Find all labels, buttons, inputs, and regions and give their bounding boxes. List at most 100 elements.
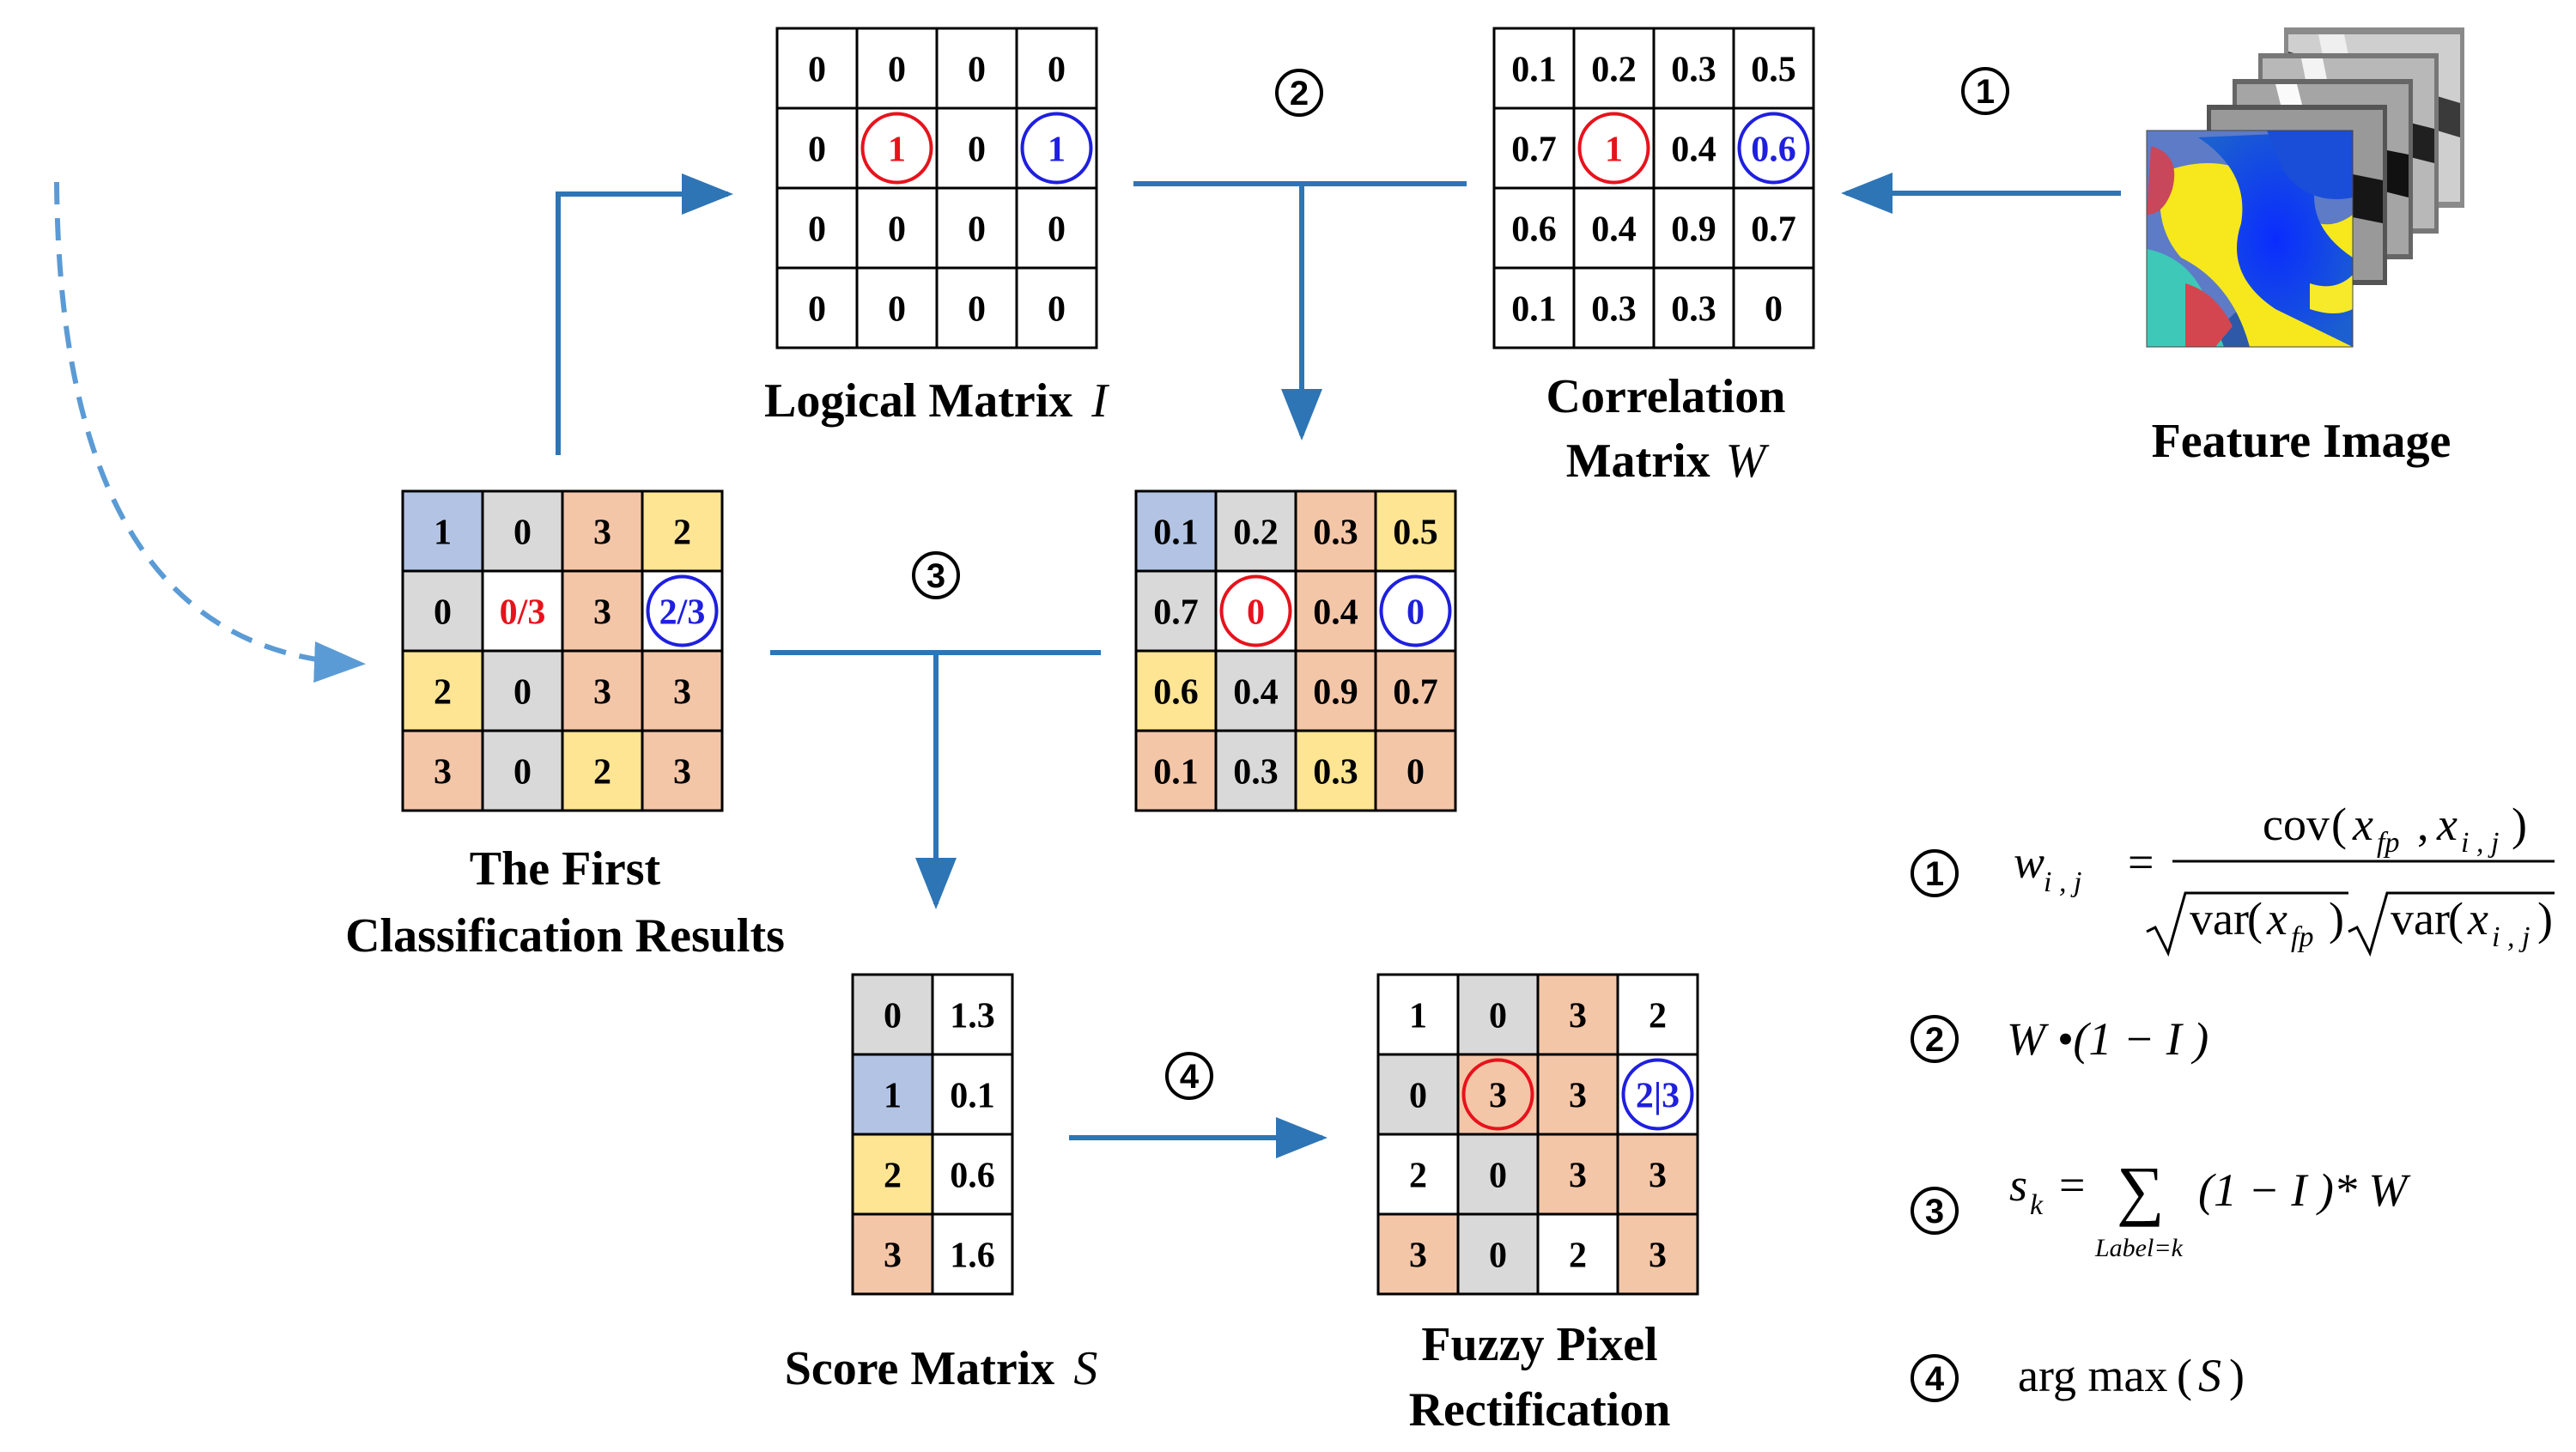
matrix-cell-value: 2|3 <box>1636 1077 1680 1116</box>
matrix-cell-value: 0 <box>1406 753 1425 793</box>
matrix-cell-value: 0.3 <box>1591 290 1637 330</box>
equations-panel: 1 w i , j = cov ( x fp , x i , j ) var (… <box>1911 799 2555 1402</box>
svg-text:(1 − I )* W: (1 − I )* W <box>2198 1164 2411 1216</box>
feature-image-caption: Feature Image <box>2152 415 2451 468</box>
svg-text:x: x <box>2352 799 2373 850</box>
matrix-cell-value: 0 <box>513 753 532 793</box>
matrix-cell-value: 0.4 <box>1671 131 1716 170</box>
score-label: 3 <box>884 1236 902 1276</box>
svg-text:,: , <box>2417 799 2429 850</box>
matrix-cell <box>561 649 644 732</box>
matrix-cell-value: 1 <box>434 513 452 553</box>
matrix-cell-value: 0.7 <box>1393 673 1438 713</box>
svg-text:i , j: i , j <box>2461 827 2499 859</box>
svg-text:S: S <box>2198 1350 2221 1401</box>
matrix-cell-value: 0.1 <box>1153 513 1199 553</box>
matrix-cell <box>855 27 939 110</box>
matrix-cell <box>1732 106 1815 190</box>
equation-3: 3 s k = ∑ Label=k (1 − I )* W <box>1911 1152 2411 1262</box>
matrix-cell <box>1214 729 1297 812</box>
matrix-cell <box>401 569 484 653</box>
step-markers: 1 2 3 4 <box>912 67 2009 1100</box>
matrix-cell <box>1652 266 1735 349</box>
svg-text:i , j: i , j <box>2492 921 2530 953</box>
matrix-cell-value: 3 <box>1409 1236 1427 1276</box>
feature-image-stack <box>2146 27 2464 348</box>
svg-text:cov: cov <box>2263 799 2330 850</box>
matrix-cell-value: 0 <box>1489 1236 1507 1276</box>
svg-text:x: x <box>2266 893 2287 945</box>
highlight-circle <box>1379 574 1452 647</box>
matrix-cell-value: 0 <box>808 51 826 90</box>
matrix-cell <box>855 106 939 190</box>
matrix-cell <box>1374 729 1457 812</box>
matrix-cell <box>1134 489 1218 573</box>
score-value: 0.1 <box>950 1077 995 1116</box>
svg-text:s: s <box>2009 1159 2027 1211</box>
matrix-cell-value: 0 <box>1048 290 1066 330</box>
matrix-cell-value: 0.3 <box>1671 290 1716 330</box>
matrix-cell-value: 0 <box>434 593 452 633</box>
matrix-cell <box>1732 266 1815 349</box>
matrix-cell-value: 0.1 <box>1153 753 1199 793</box>
matrix-cell-value: 0.9 <box>1671 210 1716 250</box>
matrix-cell <box>1214 569 1297 653</box>
matrix-cell-value: 0 <box>808 290 826 330</box>
score-value: 0.6 <box>950 1157 995 1196</box>
matrix-cell-value: 3 <box>673 673 691 713</box>
score-matrix-caption: Score Matrix S <box>785 1342 1098 1395</box>
matrix-cell <box>561 729 644 812</box>
matrix-cell-value: 2 <box>1649 997 1667 1036</box>
matrix-cell-value: 0 <box>513 673 532 713</box>
matrix-cell-value: 3 <box>1649 1236 1667 1276</box>
matrix-cell-value: 0.2 <box>1591 51 1637 90</box>
matrix-cell-value: 0.7 <box>1153 593 1199 633</box>
matrix-cell-value: 0.7 <box>1511 131 1557 170</box>
matrix-cell <box>1015 266 1098 349</box>
svg-text:∑: ∑ <box>2117 1152 2165 1227</box>
matrix-cell-value: 0 <box>1048 51 1066 90</box>
svg-text:4: 4 <box>1925 1360 1945 1398</box>
matrix-cell <box>1652 186 1735 270</box>
matrix-cell <box>1015 106 1098 190</box>
matrix-cell <box>1536 1212 1619 1296</box>
matrix-cell-value: 1 <box>1048 131 1066 170</box>
svg-text:(: ( <box>2247 893 2263 945</box>
matrix-cell-value: 0.4 <box>1233 673 1279 713</box>
dashed-input-arrow <box>54 181 366 683</box>
svg-text:fp: fp <box>2291 921 2313 953</box>
matrix-cell <box>1616 973 1699 1056</box>
svg-text:x: x <box>2436 799 2458 850</box>
matrix-cell <box>1015 27 1098 110</box>
matrix-cell-value: 0.1 <box>1511 51 1557 90</box>
matrix-cell-value: 0.5 <box>1751 51 1796 90</box>
svg-text:var: var <box>2391 893 2450 945</box>
matrix-cell-value: 0.5 <box>1393 513 1438 553</box>
matrix-cell-value: 0.3 <box>1313 513 1358 553</box>
svg-text:3: 3 <box>927 557 945 595</box>
matrix-cell <box>1456 973 1540 1056</box>
matrix-cell <box>1732 186 1815 270</box>
svg-text:2: 2 <box>1925 1021 1944 1059</box>
matrix-cell-value: 3 <box>593 593 611 633</box>
matrix-cell-value: 3 <box>434 753 452 793</box>
matrix-cell-value: 2 <box>673 513 691 553</box>
matrix-cell <box>1572 186 1656 270</box>
matrix-cell <box>775 27 859 110</box>
correlation-caption-line2: Matrix W <box>1566 434 1770 488</box>
svg-text:): ) <box>2229 1350 2245 1401</box>
matrix-cell <box>855 266 939 349</box>
matrix-cell-value: 3 <box>673 753 691 793</box>
matrix-cell <box>401 729 484 812</box>
highlight-circle <box>1020 112 1093 185</box>
fuzzy-caption-line2: Rectification <box>1409 1383 1671 1437</box>
highlight-circle <box>1219 574 1292 647</box>
matrix-cell <box>1294 569 1377 653</box>
matrix-cell-value: 1 <box>1605 131 1623 170</box>
matrix-cell <box>1376 1133 1460 1216</box>
svg-text:k: k <box>2030 1189 2044 1221</box>
highlight-circle <box>1461 1058 1534 1131</box>
